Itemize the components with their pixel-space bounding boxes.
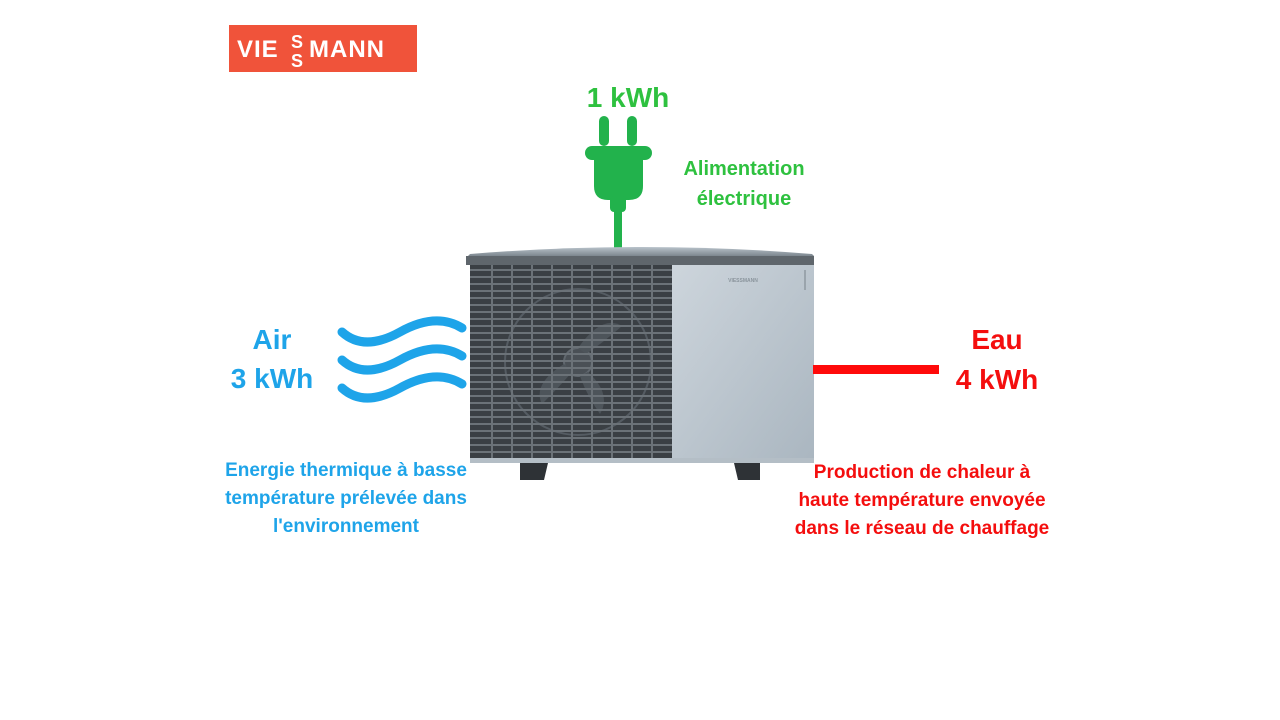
water-description-line2: haute température envoyée <box>798 490 1046 511</box>
power-plug-icon <box>585 116 652 248</box>
heat-pump-unit: VIESSMANN <box>466 247 814 480</box>
electric-label-line1: Alimentation <box>683 158 805 180</box>
air-energy-value: 3 kWh <box>230 363 314 394</box>
air-waves-icon <box>337 316 467 403</box>
water-description-line1: Production de chaleur à <box>813 462 1031 483</box>
water-title: Eau <box>971 324 1023 355</box>
viessmann-logo: VIE S S MANN <box>229 25 417 72</box>
water-energy-value: 4 kWh <box>955 364 1039 395</box>
electric-label: Alimentation électrique <box>664 154 824 214</box>
svg-text:S: S <box>291 51 303 71</box>
air-description: Energie thermique à basse température pr… <box>196 457 496 541</box>
air-title: Air <box>252 324 292 355</box>
svg-text:VIESSMANN: VIESSMANN <box>728 278 758 284</box>
air-description-line3: l'environnement <box>273 516 419 537</box>
water-description: Production de chaleur à haute températur… <box>772 459 1072 543</box>
air-description-line1: Energie thermique à basse <box>225 460 467 481</box>
air-description-line2: température prélevée dans <box>225 488 467 509</box>
water-pipe-icon <box>813 365 939 374</box>
svg-text:S: S <box>291 32 303 52</box>
svg-text:VIE: VIE <box>237 36 279 63</box>
svg-text:MANN: MANN <box>309 36 385 63</box>
water-description-line3: dans le réseau de chauffage <box>794 518 1050 539</box>
electric-label-line2: électrique <box>696 188 792 210</box>
electric-energy-value: 1 kWh <box>586 82 670 113</box>
